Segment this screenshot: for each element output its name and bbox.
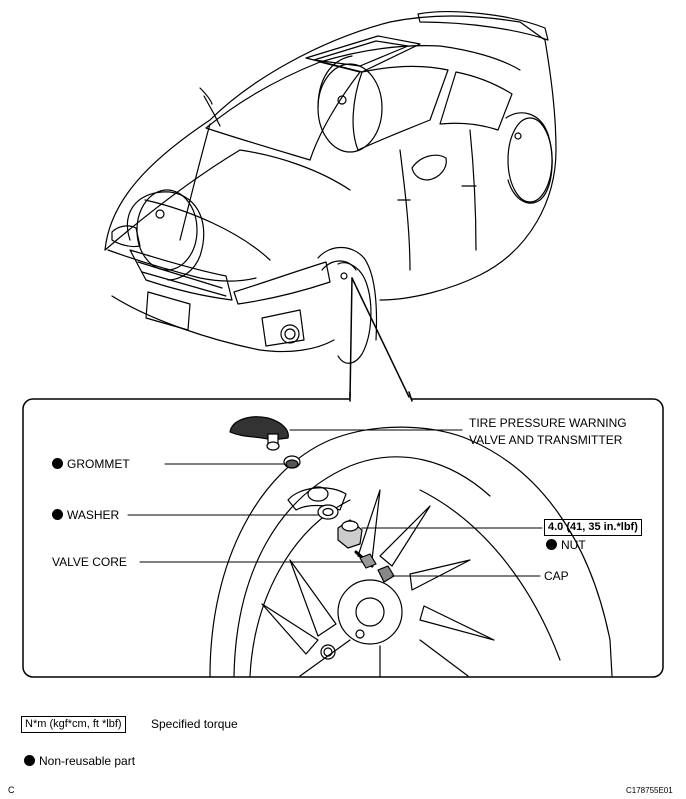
legend-torque-desc: Specified torque [151,717,238,731]
washer-part [317,504,339,520]
legend-nonreusable: Non-reusable part [24,754,135,768]
nut-part [337,519,363,549]
non-reusable-bullet-icon [24,755,35,766]
nut-label: NUT [546,538,586,552]
tpms-label-line2: VALVE AND TRANSMITTER [469,433,623,447]
valve-core-part [354,550,377,569]
nut-text: NUT [561,538,586,552]
tpms-transmitter [229,416,289,451]
washer-label: WASHER [52,508,119,522]
non-reusable-bullet-icon [52,458,63,469]
washer-text: WASHER [67,508,120,522]
non-reusable-bullet-icon [52,509,63,520]
figure-id: C178755E01 [626,786,673,795]
non-reusable-bullet-icon [546,539,557,550]
magnification-leader [349,277,411,400]
cap-label: CAP [544,569,569,583]
legend-torque-box: N*m (kgf*cm, ft *lbf) [21,716,126,733]
tpms-label-line1: TIRE PRESSURE WARNING [469,416,627,430]
corner-letter: C [8,785,15,795]
legend-nonreusable-text: Non-reusable part [39,754,136,768]
valve-core-label: VALVE CORE [52,555,127,569]
leader-lines [127,429,543,577]
grommet-label: GROMMET [52,457,130,471]
grommet-part [283,455,301,469]
grommet-text: GROMMET [67,457,130,471]
torque-spec-box: 4.0 (41, 35 in.*lbf) [544,519,642,536]
car-illustration [104,11,557,364]
